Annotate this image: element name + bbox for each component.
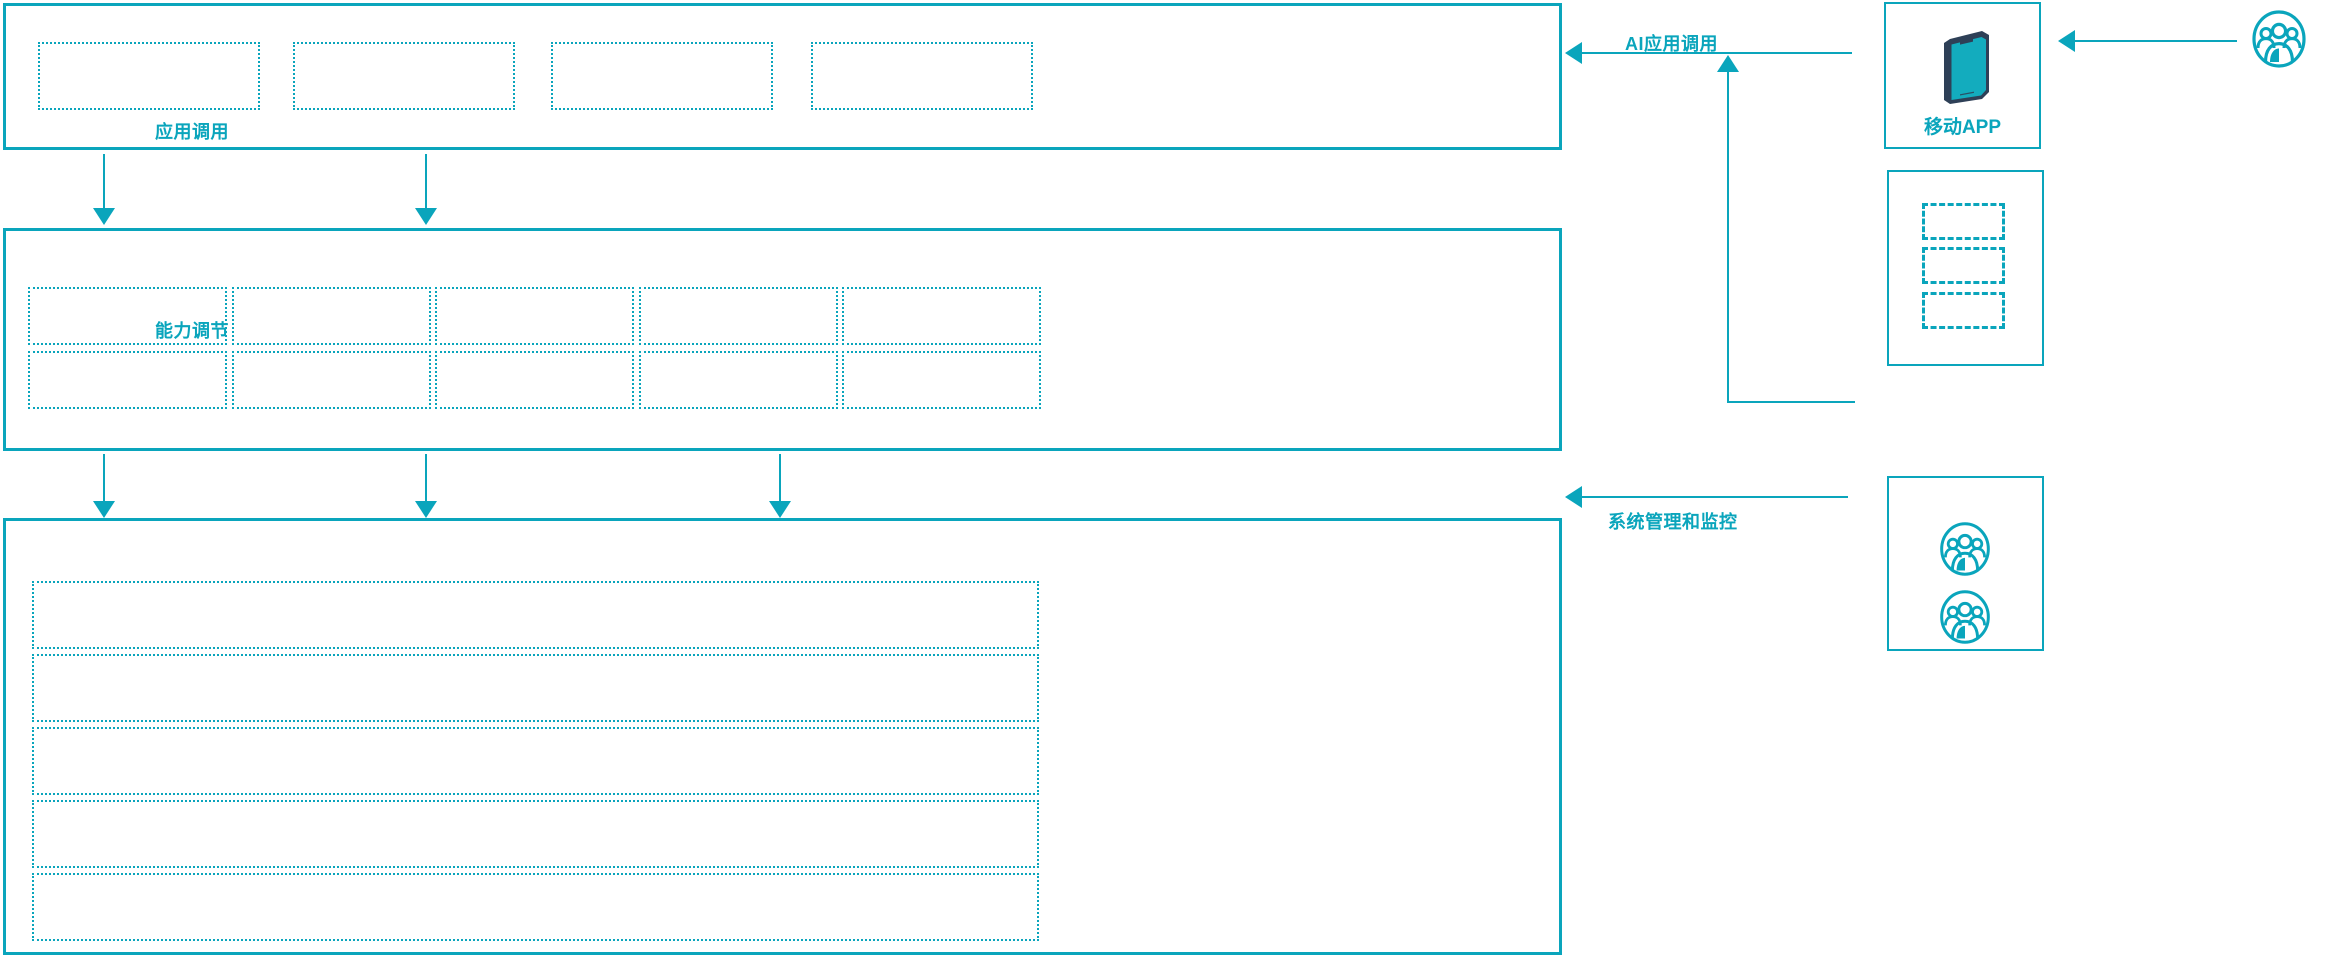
operations-user-group-icon-2 [1937,588,1993,646]
capability-slot-r1c3[interactable] [435,287,634,345]
platform-row-4[interactable] [32,800,1039,868]
capability-slot-r2c1[interactable] [28,351,227,409]
ai-app-invoke-label: AI应用调用 [1625,34,1718,54]
module-stack-slot-3[interactable] [1922,292,2005,329]
app-invoke-arrow-shaft-right [425,154,427,210]
capability-slot-r2c3[interactable] [435,351,634,409]
app-invoke-label: 应用调用 [155,122,229,142]
mobile-app-label: 移动APP [1923,117,2002,138]
mobile-app-panel[interactable]: 移动APP [1884,2,2041,149]
application-slot-2[interactable] [293,42,515,110]
module-stack-feedback-shaft [1727,70,1729,402]
capability-invoke-arrow-head-2 [415,501,437,518]
module-stack-feedback-head [1717,55,1739,72]
module-stack-slot-2[interactable] [1922,247,2005,284]
capability-invoke-arrow-shaft-3 [779,454,781,503]
capability-slot-r1c1[interactable] [28,287,227,345]
capability-slot-r2c4[interactable] [639,351,838,409]
operations-panel [1887,476,2044,651]
end-user-group-icon [2249,8,2309,70]
module-stack-feedback-elbow [1727,401,1855,403]
capability-invoke-arrow-head-1 [93,501,115,518]
ai-app-invoke-arrow-shaft [1582,52,1852,54]
smartphone-icon [1936,26,1994,108]
application-layer-panel [3,3,1562,150]
ai-app-invoke-arrow-head [1565,42,1582,64]
application-slot-1[interactable] [38,42,260,110]
platform-row-1[interactable] [32,581,1039,649]
system-manage-arrow-shaft [1582,496,1848,498]
capability-invoke-arrow-shaft-2 [425,454,427,503]
capability-slot-r2c5[interactable] [842,351,1041,409]
capability-slot-r1c2[interactable] [232,287,431,345]
module-stack-panel [1887,170,2044,366]
capability-invoke-arrow-head-3 [769,501,791,518]
capability-slot-r1c5[interactable] [842,287,1041,345]
end-user-arrow-head [2058,30,2075,52]
system-manage-label: 系统管理和监控 [1608,512,1738,532]
platform-row-2[interactable] [32,654,1039,722]
module-stack-slot-1[interactable] [1922,203,2005,240]
app-invoke-arrow-head-right [415,208,437,225]
capability-invoke-label: 能力调节 [155,321,229,341]
end-user-arrow-shaft [2075,40,2237,42]
application-slot-4[interactable] [811,42,1033,110]
app-invoke-arrow-head-left [93,208,115,225]
app-invoke-arrow-shaft-left [103,154,105,210]
platform-layer-panel [3,518,1562,955]
platform-row-5[interactable] [32,873,1039,941]
application-slot-3[interactable] [551,42,773,110]
platform-row-3[interactable] [32,727,1039,795]
capability-layer-panel [3,228,1562,451]
operations-user-group-icon-1 [1937,520,1993,578]
capability-slot-r2c2[interactable] [232,351,431,409]
capability-invoke-arrow-shaft-1 [103,454,105,503]
system-manage-arrow-head [1565,486,1582,508]
capability-slot-r1c4[interactable] [639,287,838,345]
